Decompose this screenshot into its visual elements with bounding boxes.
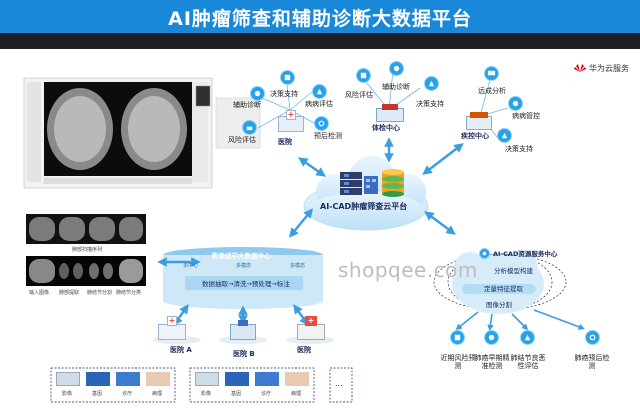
prognosis-icon <box>314 116 329 131</box>
resource-center-icon <box>479 248 490 259</box>
exam-service-risk: 风险评估 <box>345 91 373 99</box>
huawei-logo-icon <box>574 64 586 72</box>
ct-row2 <box>26 256 146 286</box>
hospital-building-icon: + <box>278 110 304 132</box>
hospital-service-diagnosis: 辅助诊断 <box>233 101 261 109</box>
disease-eval-icon <box>312 84 327 99</box>
outcome-prognosis: 肺癌预后检测 <box>574 354 610 370</box>
source-genome-tile-b <box>225 372 249 386</box>
resource-item-feature: 定量特征提取 <box>484 285 523 293</box>
source-treatment-tile-b <box>255 372 279 386</box>
bigdata-flow: 数据抽取→清洗→预处理→标注 <box>202 280 290 288</box>
exam-diagnosis-icon <box>389 61 404 76</box>
outcome-early-detection: 肺癌早期精准检测 <box>474 354 510 370</box>
outcome-near-risk: 近期风险预测 <box>440 354 476 370</box>
cdc-service-remote: 远成分析 <box>478 87 506 95</box>
hospital-service-prognosis: 预后检测 <box>314 132 342 140</box>
ct-caption-extract: 肺部提取 <box>59 290 80 296</box>
source-b-label-treatment: 诊疗 <box>261 391 272 397</box>
near-risk-icon <box>450 330 465 345</box>
hospital-a-label: 医院 A <box>170 346 192 354</box>
source-b-label-pathology: 病理 <box>291 391 302 397</box>
database-icon <box>382 169 404 197</box>
source-a-label-pathology: 病理 <box>152 391 163 397</box>
bigdata-tag-1: 多中心 <box>183 263 199 269</box>
ct-caption-segment: 肺结节分割 <box>87 290 113 296</box>
resource-title: AI-CAD资源服务中心 <box>493 250 558 258</box>
outcome-arrows <box>455 309 585 332</box>
bigdata-title: 影像组学大数据中心 <box>212 252 271 260</box>
source-a-label-genome: 基因 <box>92 391 103 397</box>
resource-center-shape <box>433 250 567 314</box>
exam-center-building-icon <box>376 104 404 122</box>
cdc-decision-icon <box>497 128 512 143</box>
brand-name: 华为云服务 <box>589 64 629 73</box>
dark-band <box>0 33 640 49</box>
outcome-nodule-eval: 肺结节良恶性评估 <box>510 354 546 370</box>
more-sources: ... <box>335 379 343 388</box>
ct-caption-input: 输入图像 <box>29 290 50 296</box>
cdc-service-decision: 决策支持 <box>505 145 533 153</box>
source-a-label-imaging: 影像 <box>62 391 73 397</box>
hospital-service-disease-eval: 病病评估 <box>305 100 333 108</box>
cloud-platform-label: AI-CAD肿瘤筛查云平台 <box>320 202 408 211</box>
hospital-c-label: 医院 <box>297 346 311 354</box>
assist-diagnosis-icon <box>250 86 265 101</box>
risk-eval-icon <box>242 120 257 135</box>
mammogram-software-screenshot <box>23 77 213 189</box>
resource-item-segment: 图像分割 <box>486 301 512 309</box>
cdc-node-label: 疾控中心 <box>461 132 489 140</box>
hospital-service-risk: 风险评估 <box>228 136 256 144</box>
server-stack-icon <box>340 172 378 195</box>
source-b-label-genome: 基因 <box>231 391 242 397</box>
lung-prognosis-icon <box>585 330 600 345</box>
cdc-remote-icon <box>484 66 499 81</box>
early-detect-icon <box>484 330 499 345</box>
exam-center-node-label: 体检中心 <box>372 124 400 132</box>
bigdata-tag-3: 多模态 <box>290 263 306 269</box>
cdc-building-icon <box>466 112 492 130</box>
bigdata-tag-2: 多模态 <box>236 263 252 269</box>
ct-row1 <box>26 214 146 244</box>
cdc-service-control: 病病管控 <box>512 112 540 120</box>
nodule-eval-icon <box>520 330 535 345</box>
connector-arrows <box>157 137 464 326</box>
decision-support-icon <box>280 70 295 85</box>
source-pathology-tile-a <box>146 372 170 386</box>
exam-risk-icon <box>356 68 371 83</box>
exam-service-decision: 决策支持 <box>416 100 444 108</box>
datasource-box-more <box>329 367 353 403</box>
source-b-label-imaging: 影像 <box>201 391 212 397</box>
exam-decision-icon <box>424 76 439 91</box>
hospital-service-decision: 决策支持 <box>270 90 298 98</box>
hospital-node-label: 医院 <box>278 138 292 146</box>
cdc-control-icon <box>508 96 523 111</box>
watermark: shopqee.com <box>338 258 478 282</box>
ct-caption-classify: 肺结节分类 <box>116 290 142 296</box>
source-a-label-treatment: 诊疗 <box>122 391 133 397</box>
bigdata-center-shape <box>163 247 323 309</box>
title-banner <box>0 0 640 33</box>
hospital-b-icon <box>230 320 256 340</box>
page-title: AI肿瘤筛查和辅助诊断大数据平台 <box>168 8 472 30</box>
source-imaging-tile-a <box>56 372 80 386</box>
datasource-box-a <box>50 367 176 403</box>
resource-item-model: 分析模型构建 <box>494 267 533 275</box>
exam-service-diagnosis: 辅助诊断 <box>382 83 410 91</box>
hospital-a-icon: + <box>158 316 186 340</box>
source-treatment-tile-a <box>116 372 140 386</box>
source-pathology-tile-b <box>285 372 309 386</box>
ct-caption-scan: 肺部扫描序列 <box>72 247 103 253</box>
hospital-b-label: 医院 B <box>233 350 255 358</box>
source-imaging-tile-b <box>195 372 219 386</box>
source-genome-tile-a <box>86 372 110 386</box>
datasource-box-b <box>189 367 315 403</box>
hospital-c-icon: + <box>297 316 325 340</box>
